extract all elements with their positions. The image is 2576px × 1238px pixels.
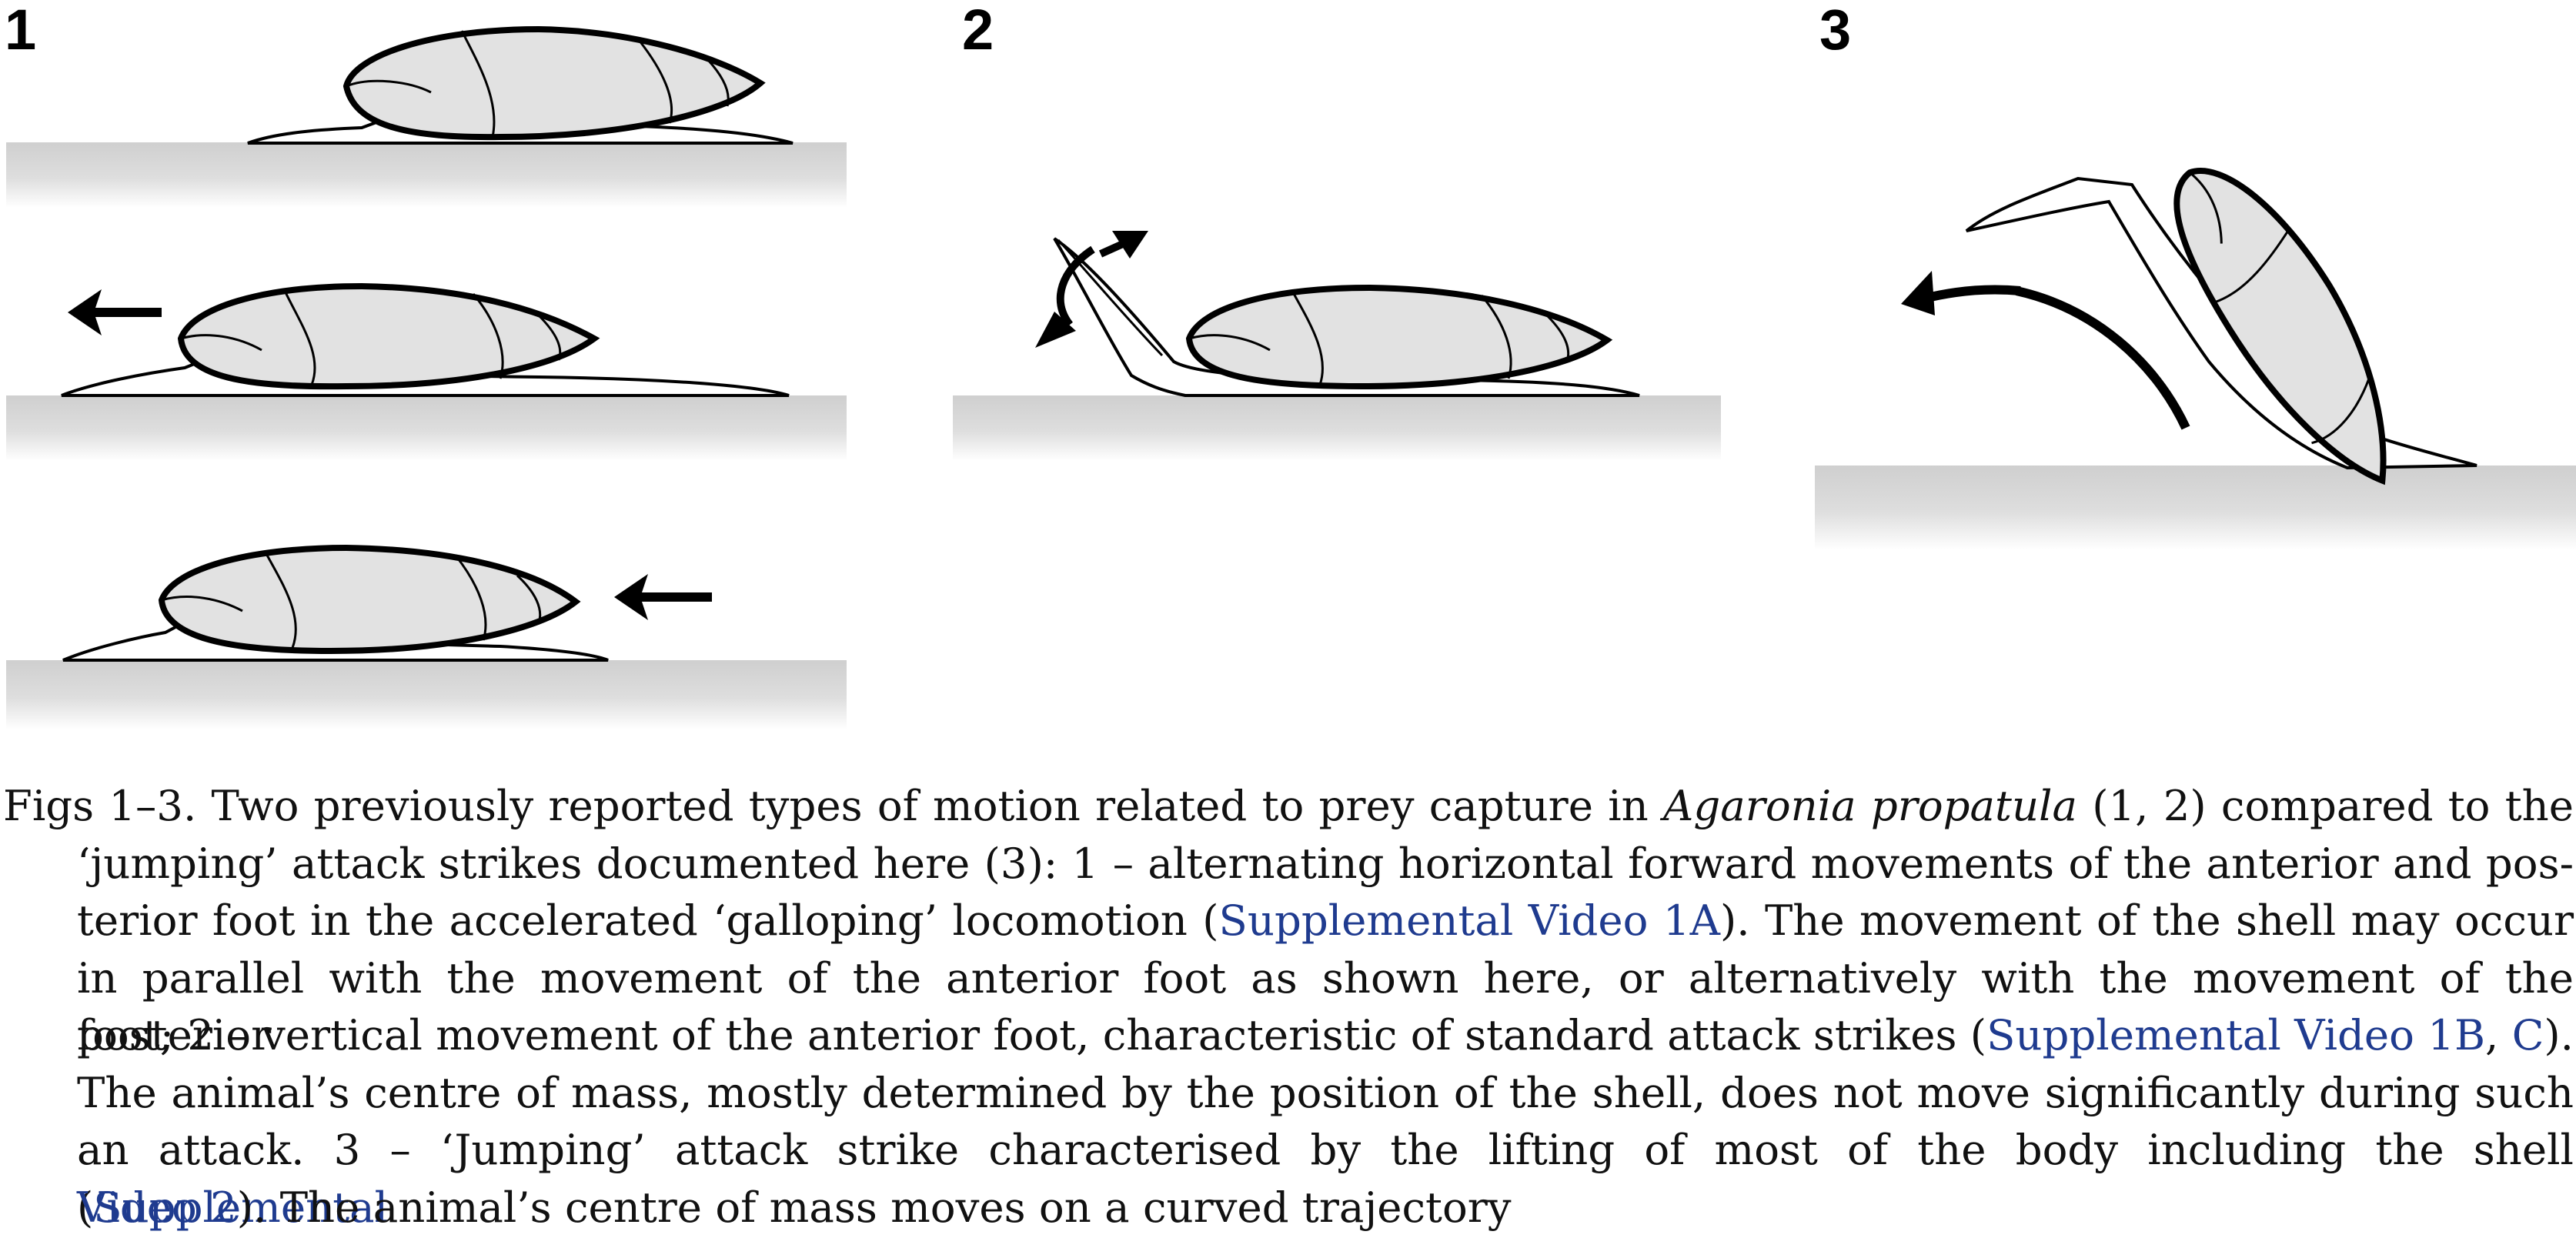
caption-line-2: ‘jumping’ attack strikes documented here… — [3, 835, 2574, 893]
supplemental-video-1a-link[interactable]: Supplemental Video 1A — [1218, 896, 1720, 945]
supplemental-video-2-link-cont[interactable]: Video 2 — [77, 1182, 237, 1232]
figure-caption: Figs 1–3. Two previously reported types … — [3, 777, 2574, 1236]
curved-trajectory-arrow-icon — [1901, 271, 2190, 430]
snail-shell — [2173, 168, 2387, 486]
caption-text: ). — [2544, 1010, 2574, 1059]
caption-line-6: The animal’s centre of mass, mostly dete… — [3, 1064, 2574, 1122]
panel-number-2: 2 — [962, 0, 994, 62]
caption-text: terior foot in the accelerated ‘gallopin… — [77, 896, 1219, 945]
ground-surface — [6, 395, 847, 461]
caption-text: The animal’s centre of mass, mostly dete… — [77, 1067, 2574, 1117]
caption-text: ‘jumping’ attack strikes documented here… — [77, 838, 2574, 888]
panel-1-row-2 — [6, 282, 847, 461]
caption-line-1: Figs 1–3. Two previously reported types … — [3, 777, 2574, 835]
caption-text: ). The movement of the shell may occur — [1719, 896, 2574, 945]
snail-shell — [177, 282, 600, 390]
supplemental-video-1c-link[interactable]: C — [2511, 1010, 2544, 1059]
ground-surface — [6, 660, 847, 729]
supplemental-video-2-link[interactable]: Supplemental — [93, 1182, 389, 1232]
panel-1-row-1 — [6, 25, 847, 208]
caption-text: foot; 2 – vertical movement of the anter… — [77, 1010, 1987, 1059]
arrow-left-icon — [614, 574, 712, 620]
caption-text: (1, 2) compared to the — [2077, 781, 2574, 830]
snail-shell — [1185, 284, 1613, 390]
caption-text: ). The animal’s centre of mass moves on … — [236, 1182, 1512, 1232]
caption-line-7: an attack. 3 – ‘Jumping’ attack strike c… — [3, 1121, 2574, 1232]
caption-text: an attack. 3 – ‘Jumping’ attack strike c… — [77, 1125, 2574, 1232]
ground-surface — [6, 142, 847, 208]
caption-text: , — [2485, 1010, 2512, 1059]
panel-3-jumping-strike — [1815, 168, 2576, 550]
supplemental-video-1b-link[interactable]: Supplemental Video 1B — [1986, 1010, 2486, 1059]
caption-text: Figs 1–3. Two previously reported types … — [3, 781, 1664, 830]
curved-double-arrow-icon — [1035, 231, 1148, 348]
panel-1-row-3 — [6, 544, 847, 729]
panel-number-3: 3 — [1819, 0, 1852, 62]
caption-line-8: Video 2). The animal’s centre of mass mo… — [3, 1179, 2574, 1236]
caption-line-4: in parallel with the movement of the ant… — [3, 949, 2574, 1060]
snail-shell — [342, 25, 766, 141]
panel-number-1: 1 — [5, 0, 37, 62]
snail-foot — [1965, 176, 2477, 470]
caption-text: in parallel with the movement of the ant… — [77, 953, 2574, 1060]
species-name: Agaronia propatula — [1663, 781, 2077, 830]
arrow-left-icon — [68, 289, 162, 335]
caption-line-3: terior foot in the accelerated ‘gallopin… — [3, 892, 2574, 949]
caption-line-5: foot; 2 – vertical movement of the anter… — [3, 1006, 2574, 1064]
figure-illustration — [6, 25, 2576, 729]
snail-foot — [1053, 237, 1640, 397]
snail-shell — [158, 544, 581, 655]
ground-surface — [1815, 466, 2576, 550]
ground-surface — [953, 395, 1721, 461]
panel-2-attack-strike — [953, 231, 1721, 461]
